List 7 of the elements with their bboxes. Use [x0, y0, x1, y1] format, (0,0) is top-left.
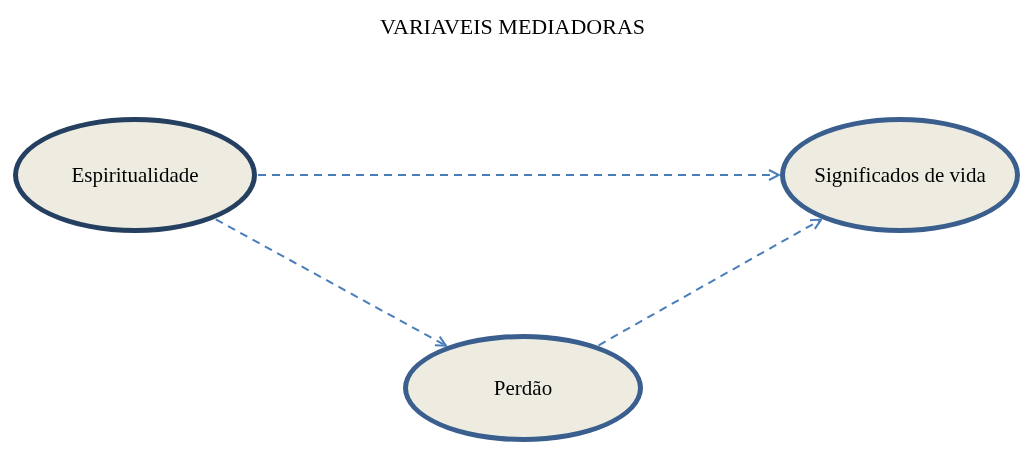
node-label: Perdão [493, 375, 553, 401]
dashed-arrow [214, 218, 448, 347]
diagram-title: VARIAVEIS MEDIADORAS [379, 14, 646, 40]
dashed-arrow [597, 218, 823, 347]
node-label: Significados de vida [814, 162, 986, 188]
node-label: Espiritualidade [71, 162, 199, 188]
dashed-arrow [257, 169, 780, 181]
